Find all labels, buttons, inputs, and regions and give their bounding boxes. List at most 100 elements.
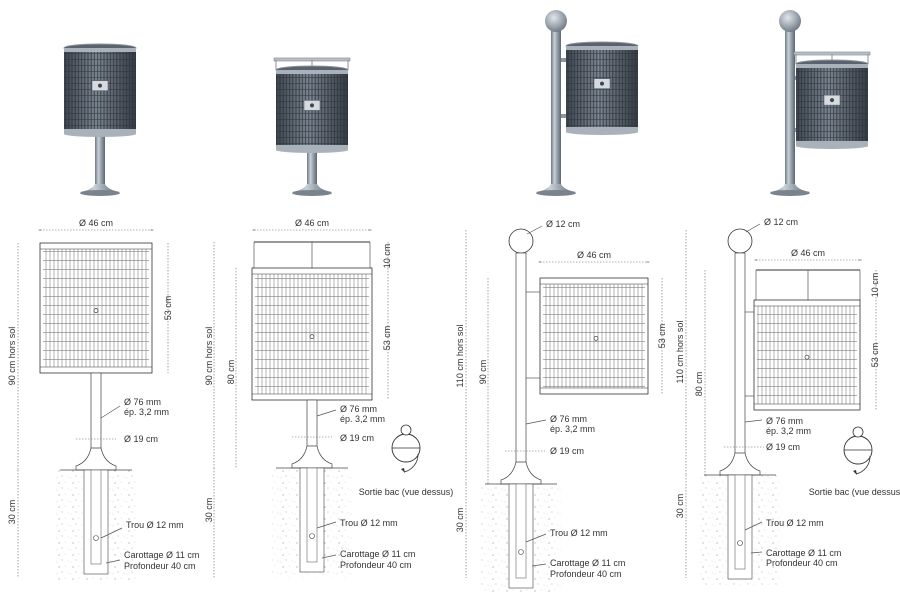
label-ball: Ø 12 cm [764, 217, 798, 227]
label-depth: Profondeur 40 cm [766, 558, 838, 568]
label-below-ground: 30 cm [7, 500, 17, 525]
label-lid: 10 cm [382, 244, 392, 269]
label-depth: Profondeur 40 cm [124, 561, 196, 571]
label-pole-dia: Ø 76 mm [124, 397, 161, 407]
ball-top [545, 10, 567, 32]
product-render [536, 10, 639, 196]
leader [531, 563, 547, 567]
bin-bottom-ellipse [566, 129, 638, 135]
pole-base-draw [75, 447, 117, 471]
label-base-dia: Ø 19 cm [340, 433, 374, 443]
label-thickness: ép. 3,2 mm [766, 426, 811, 436]
label-lid: 10 cm [870, 273, 880, 298]
pole-base [770, 184, 810, 192]
pole-buried [734, 474, 746, 570]
lock-icon [804, 354, 810, 360]
pole-base-draw [719, 452, 761, 476]
label-base-dia: Ø 19 cm [124, 434, 158, 444]
pole-buried [90, 469, 102, 565]
label-diameter: Ø 46 cm [79, 218, 113, 228]
lock-icon [93, 308, 99, 313]
leader [744, 521, 763, 531]
pin-hole-icon [309, 533, 315, 539]
leader [526, 225, 543, 235]
pole-draw [90, 372, 102, 454]
label-mid: 80 cm [226, 360, 236, 385]
base-plate [80, 190, 120, 196]
label-pole-dia: Ø 76 mm [550, 414, 587, 424]
pole-buried [306, 467, 318, 563]
leader [750, 551, 763, 554]
leader [744, 419, 763, 423]
ball-top [779, 10, 801, 32]
label-below-ground: 30 cm [675, 494, 685, 519]
label-thickness: ép. 3,2 mm [124, 407, 169, 417]
bin-mesh [566, 46, 638, 132]
pole [551, 30, 561, 184]
pole-base [536, 184, 576, 192]
exit-pole-circle [852, 426, 864, 438]
lock-icon [98, 83, 102, 88]
label-base-dia: Ø 19 cm [766, 442, 800, 452]
pole-draw [734, 252, 746, 456]
pole-base-draw [500, 461, 542, 485]
label-hole: Trou Ø 12 mm [126, 520, 184, 530]
pole-draw [306, 399, 318, 453]
leader [100, 405, 121, 419]
label-hole: Trou Ø 12 mm [766, 518, 824, 528]
bin-render [273, 57, 351, 153]
base-plate [770, 190, 810, 196]
label-mid: 90 cm [478, 360, 488, 385]
lock-icon [600, 81, 604, 86]
product-render [273, 57, 351, 196]
pin-hole-icon [737, 540, 743, 546]
label-above-ground: 110 cm hors sol [455, 325, 465, 388]
label-diameter: Ø 46 cm [791, 248, 825, 258]
label-diameter: Ø 46 cm [295, 218, 329, 228]
label-below-ground: 30 cm [455, 508, 465, 533]
label-thickness: ép. 3,2 mm [340, 414, 385, 424]
bin-bottom-ellipse [796, 143, 868, 149]
pole-base [80, 184, 120, 192]
label-above-ground: 110 cm hors sol [675, 321, 685, 384]
leader [525, 419, 547, 425]
lock-icon [310, 103, 314, 108]
leader [316, 521, 337, 529]
bin-mesh-lines [43, 249, 149, 367]
label-depth: Profondeur 40 cm [550, 569, 622, 579]
label-core: Carottage Ø 11 cm [340, 549, 415, 559]
pole-draw [515, 252, 527, 466]
label-above-ground: 90 cm hors sol [7, 327, 17, 386]
bin-rim-top [796, 64, 868, 68]
bin-render [793, 51, 871, 149]
pole-base [292, 184, 332, 192]
label-thickness: ép. 3,2 mm [550, 424, 595, 434]
swing-arc [855, 455, 871, 475]
product-render [770, 10, 871, 196]
label-bin-height: 53 cm [657, 324, 667, 349]
leader [745, 223, 761, 233]
bin-mesh-lines [255, 274, 369, 394]
label-core: Carottage Ø 11 cm [766, 548, 841, 558]
product-render [63, 43, 137, 196]
bracket [561, 58, 567, 62]
label-below-ground: 30 cm [204, 498, 214, 523]
leader [321, 554, 337, 559]
pole-buried [515, 483, 527, 579]
pole [307, 150, 317, 184]
bin-rim-top [64, 48, 136, 52]
pole [95, 134, 105, 184]
pole [785, 30, 795, 184]
lock-icon [830, 98, 834, 103]
pole-base-draw [291, 445, 333, 469]
bin-render [565, 41, 639, 135]
bin-bottom-ellipse [64, 131, 136, 137]
label-core: Carottage Ø 11 cm [124, 550, 199, 560]
bin-rim-top [276, 70, 348, 74]
label-mid: 80 cm [694, 372, 704, 397]
